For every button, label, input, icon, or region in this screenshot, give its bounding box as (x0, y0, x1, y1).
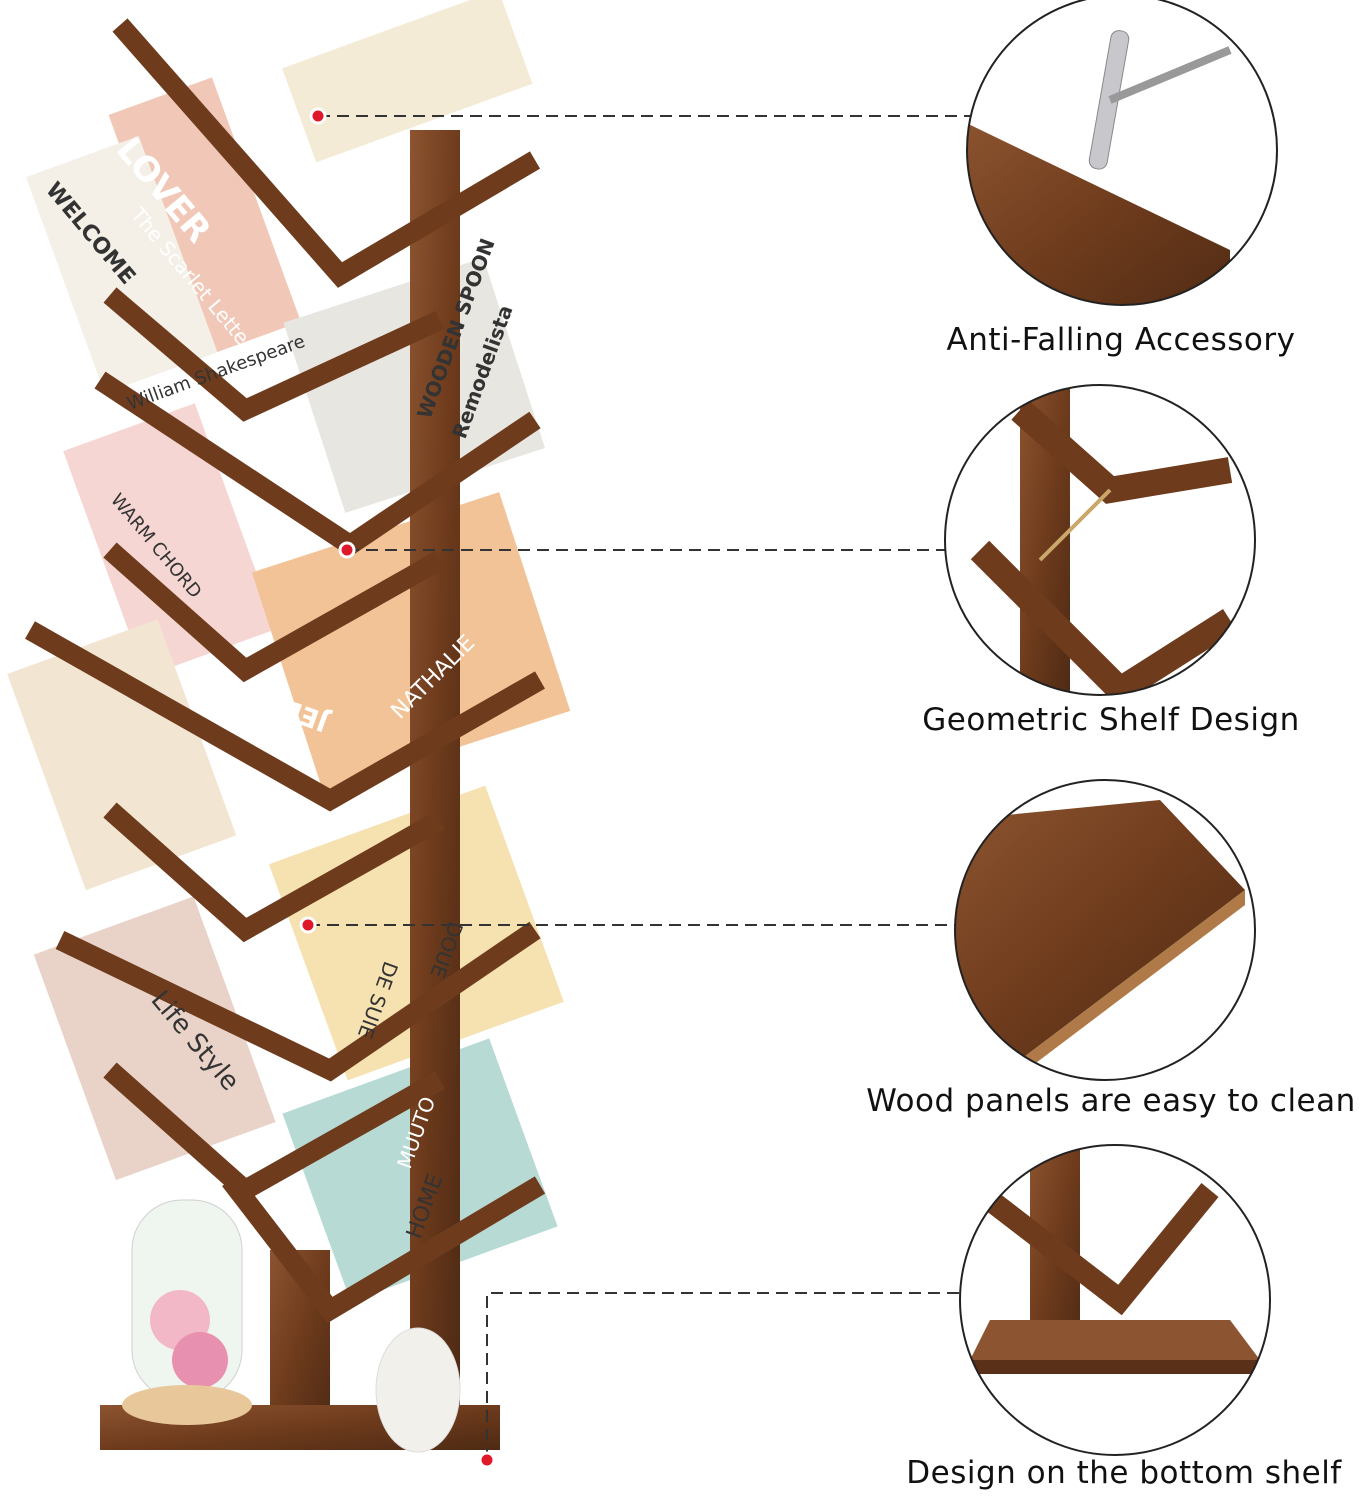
shelves (25, 18, 546, 1324)
callout-lines (308, 115, 970, 1460)
caption-anti-falling: Anti-Falling Accessory (946, 322, 1296, 358)
detail-anti-falling (966, 0, 1278, 306)
caption-geometric-shelf: Geometric Shelf Design (922, 702, 1300, 738)
caption-bottom-shelf: Design on the bottom shelf (906, 1455, 1342, 1491)
detail-wood-panel (954, 779, 1256, 1081)
caption-wood-panels: Wood panels are easy to clean (866, 1083, 1356, 1119)
vase (375, 1327, 461, 1453)
detail-geometric-shelf (944, 384, 1256, 696)
shelf-trunk (410, 130, 460, 1430)
callout-dots (299, 107, 496, 1469)
detail-bottom-shelf (959, 1144, 1271, 1456)
